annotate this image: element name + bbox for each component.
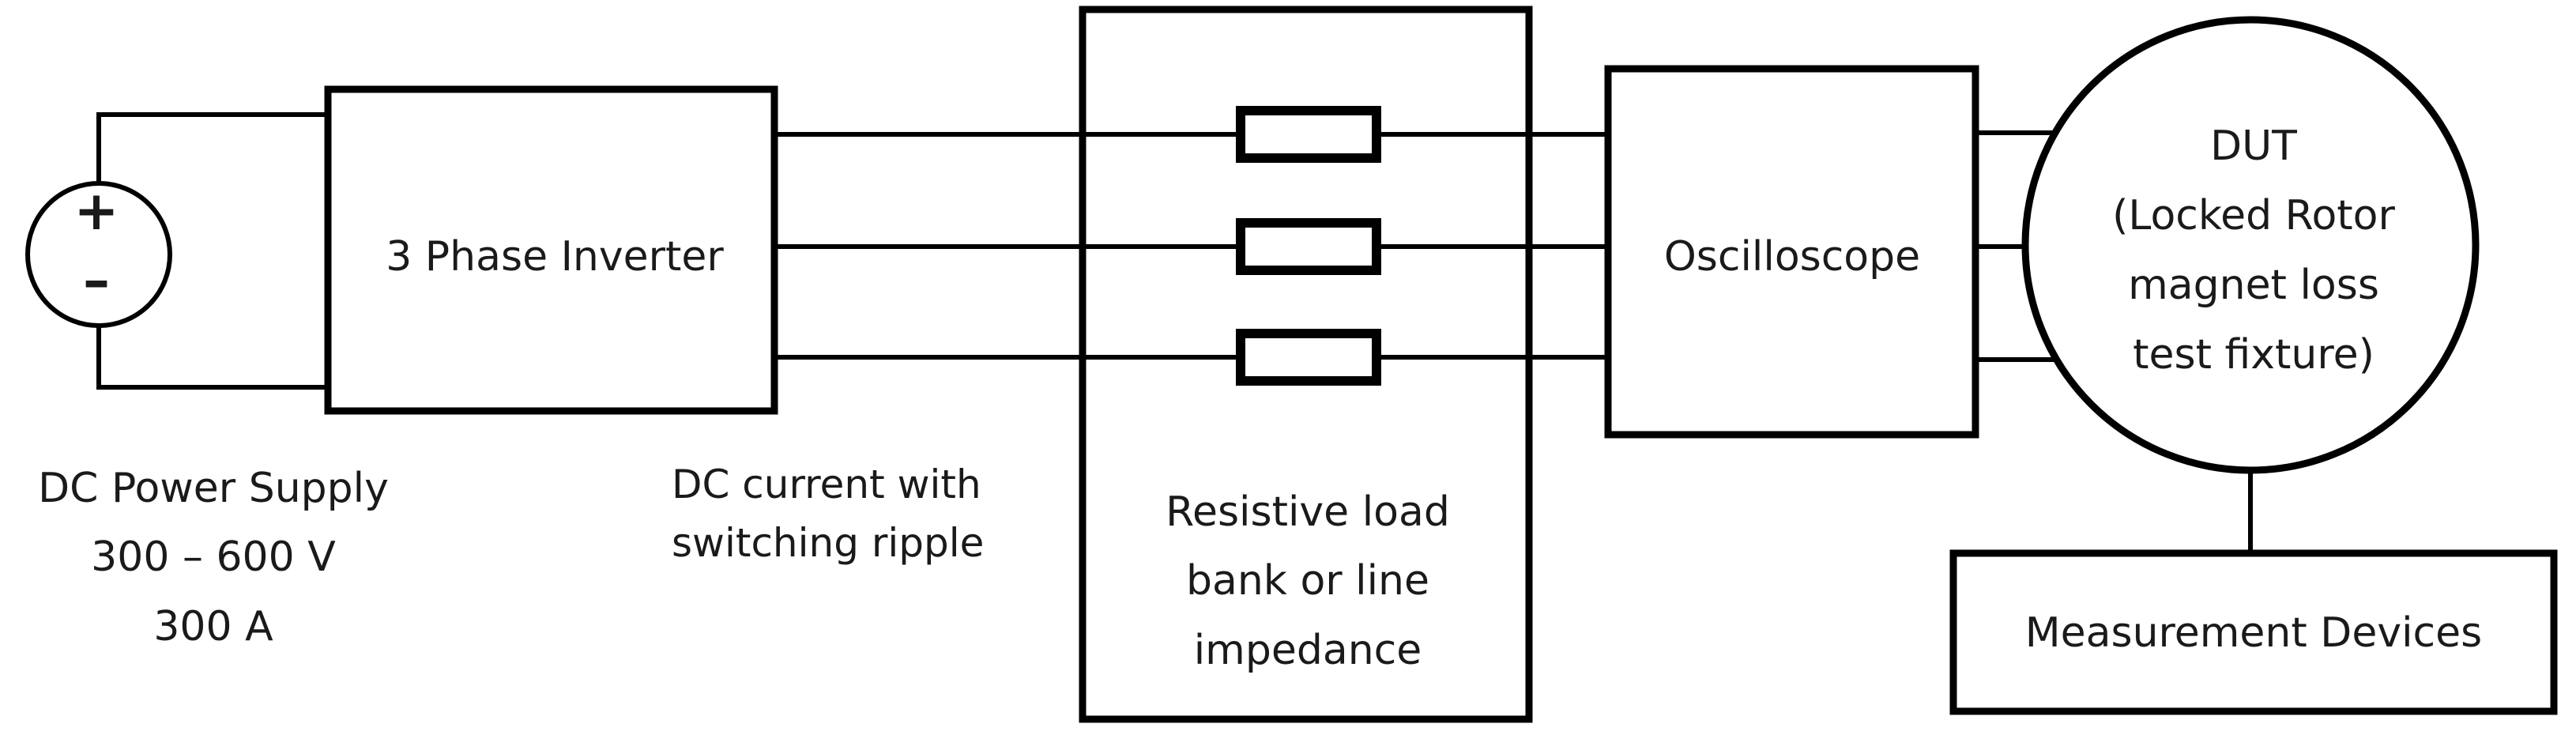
supply-label-line1: DC Power Supply xyxy=(38,465,389,512)
supply-label-line2: 300 – 600 V xyxy=(91,533,336,581)
dc-source: + – xyxy=(25,180,172,328)
inverter-box xyxy=(324,85,778,415)
ripple-note-line2: switching ripple xyxy=(672,520,984,566)
resistor-a xyxy=(1236,106,1381,163)
measurement-label: Measurement Devices xyxy=(2025,609,2482,657)
resistor-b xyxy=(1236,218,1381,275)
supply-label-line3: 300 A xyxy=(153,603,273,650)
plus-sign: + xyxy=(74,180,119,243)
inverter-label: 3 Phase Inverter xyxy=(386,233,724,281)
dut-label-line2: (Locked Rotor xyxy=(2112,192,2395,239)
source-lead-positive xyxy=(96,112,328,183)
dut-circle xyxy=(2021,16,2480,474)
dut-label-line3: magnet loss xyxy=(2128,262,2379,309)
load-bank-box xyxy=(1079,6,1533,723)
dut-label-line4: test fixture) xyxy=(2133,331,2375,379)
load-bank-label-line3: impedance xyxy=(1194,627,1422,674)
resistor-c xyxy=(1236,329,1381,386)
oscilloscope-box xyxy=(1604,65,1979,439)
load-bank-label-line2: bank or line xyxy=(1186,557,1429,605)
ripple-note-line1: DC current with xyxy=(672,462,981,507)
load-bank-label-line1: Resistive load xyxy=(1166,488,1450,536)
measurement-box xyxy=(1949,549,2558,715)
oscilloscope-label: Oscilloscope xyxy=(1664,233,1920,281)
minus-sign: – xyxy=(83,250,110,312)
dut-label-line1: DUT xyxy=(2210,122,2297,170)
source-lead-negative xyxy=(96,326,328,390)
